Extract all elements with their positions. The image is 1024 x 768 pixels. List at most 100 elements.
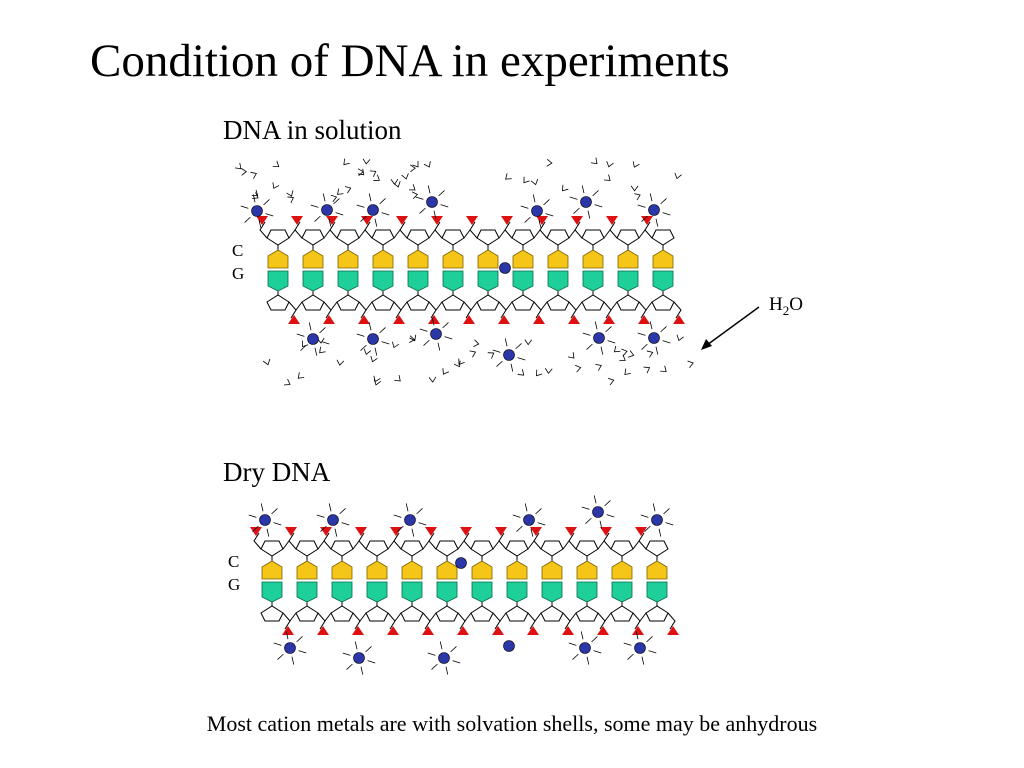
phosphate-top: [361, 216, 373, 225]
water-molecule: [536, 369, 543, 377]
guanine-base: [652, 270, 674, 292]
sugar-ring-top: [610, 540, 634, 557]
backbone-link-bottom: [667, 612, 676, 630]
cytosine-base: [506, 560, 528, 580]
solvation-water: [510, 363, 514, 372]
solvation-water: [321, 341, 330, 345]
cytosine-base: [366, 560, 388, 580]
water-molecule: [458, 358, 465, 366]
slide-caption: Most cation metals are with solvation sh…: [206, 711, 818, 736]
backbone-bond-top: [527, 540, 535, 550]
cytosine-base: [611, 560, 633, 580]
solvation-water: [649, 321, 653, 330]
water-molecule: [606, 161, 614, 168]
cytosine-base: [471, 560, 493, 580]
cytosine-base: [331, 560, 353, 580]
cytosine-base: [442, 249, 464, 269]
sugar-ring-bottom: [505, 605, 529, 622]
guanine-base: [617, 270, 639, 292]
sugar-ring-bottom: [435, 605, 459, 622]
backbone-link-bottom: [533, 301, 542, 319]
water-molecule: [234, 162, 242, 170]
solvation-water: [442, 322, 449, 329]
solvation-water: [258, 219, 262, 228]
backbone-link-bottom: [428, 301, 437, 319]
solvation-water: [538, 219, 542, 228]
sugar-ring-bottom: [581, 294, 605, 311]
backbone-link-top: [393, 532, 402, 550]
solvation-water: [605, 326, 612, 333]
solution-panel-heading: DNA in solution: [223, 115, 402, 145]
guanine-base: [331, 581, 353, 603]
sugar-ring-top: [505, 540, 529, 557]
solvation-water: [360, 344, 367, 351]
solvation-water: [517, 357, 526, 361]
backbone-link-bottom: [282, 612, 291, 630]
solvation-water: [594, 321, 598, 330]
solvation-water: [607, 340, 616, 344]
sugar-ring-bottom: [476, 294, 500, 311]
cytosine-base: [541, 560, 563, 580]
guanine-base: [547, 270, 569, 292]
solvation-water: [572, 653, 579, 660]
guanine-base: [506, 581, 528, 603]
phosphate-bottom: [428, 315, 440, 324]
solvation-water: [285, 631, 289, 640]
water-molecule: [409, 164, 416, 173]
phosphate-top: [250, 527, 262, 536]
water-molecule: [544, 368, 553, 375]
sugar-ring-top: [295, 540, 319, 557]
solvation-water: [379, 327, 386, 334]
metal-cation: [593, 332, 605, 344]
solvation-water: [594, 204, 603, 208]
solvation-water: [440, 204, 449, 208]
solvation-water: [586, 343, 593, 350]
phosphate-bottom: [673, 315, 685, 324]
backbone-link-top: [259, 221, 268, 239]
phosphate-top: [355, 527, 367, 536]
backbone-bond-top: [428, 229, 436, 239]
metal-cation: [327, 514, 339, 526]
cytosine-base: [547, 249, 569, 269]
solvation-water: [296, 636, 303, 643]
solvation-water: [545, 213, 554, 217]
backbone-link-bottom: [387, 612, 396, 630]
backbone-link-top: [644, 221, 653, 239]
backbone-link-bottom: [352, 612, 361, 630]
metal-cation: [579, 642, 591, 654]
solvation-water: [419, 328, 428, 332]
guanine-base: [541, 581, 563, 603]
water-molecule: [613, 345, 621, 353]
sugar-ring-top: [441, 229, 465, 246]
solvation-water: [298, 650, 307, 654]
solvation-water: [662, 340, 671, 344]
sugar-ring-bottom: [365, 605, 389, 622]
backbone-bond-bottom: [464, 612, 472, 622]
cytosine-base: [261, 560, 283, 580]
solvation-water: [346, 663, 353, 670]
guanine-base: [442, 270, 464, 292]
solvation-water: [334, 528, 338, 537]
water-molecule: [250, 171, 257, 179]
solvation-water: [381, 212, 390, 216]
slide-title: Condition of DNA in experiments: [90, 35, 730, 87]
water-molecule: [643, 366, 651, 374]
cytosine-base: [337, 249, 359, 269]
backbone-link-bottom: [603, 301, 612, 319]
cytosine-base: [617, 249, 639, 269]
solution-g-label: G: [232, 264, 244, 283]
phosphate-top: [571, 216, 583, 225]
water-molecule: [272, 160, 280, 168]
solvation-water: [515, 343, 522, 350]
backbone-link-bottom: [463, 301, 472, 319]
backbone-link-top: [609, 221, 618, 239]
metal-cation: [259, 514, 271, 526]
solvation-water: [599, 520, 603, 529]
guanine-base: [302, 270, 324, 292]
water-molecule: [687, 360, 694, 368]
guanine-base: [611, 581, 633, 603]
backbone-bond-top: [422, 540, 430, 550]
solvation-water: [308, 322, 312, 331]
solvation-water: [419, 207, 426, 214]
solvation-water: [418, 522, 427, 526]
